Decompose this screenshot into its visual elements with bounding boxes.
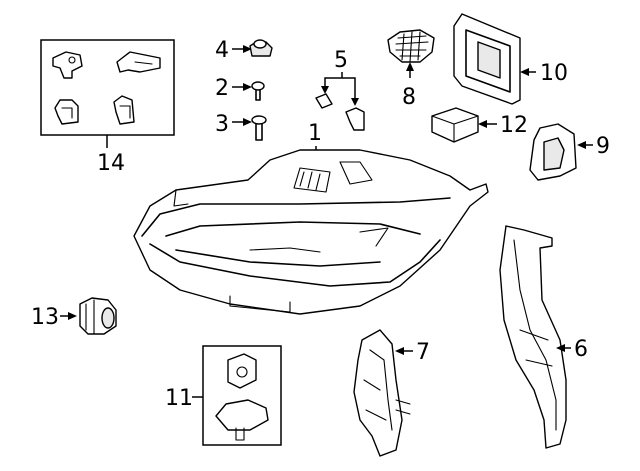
vent-cover-icon xyxy=(387,29,435,63)
part-group-14 xyxy=(40,39,175,136)
part-group-11 xyxy=(202,345,282,446)
socket-icon xyxy=(79,297,117,335)
bolt-icon xyxy=(251,115,267,141)
callout-6: 6 xyxy=(574,337,588,362)
callout-1: 1 xyxy=(308,121,322,146)
clip-icon xyxy=(52,51,83,79)
callout-4: 4 xyxy=(215,38,229,63)
bracket-icon xyxy=(116,51,161,73)
callout-8: 8 xyxy=(402,85,416,110)
screw-icon xyxy=(251,81,265,101)
clip-icon xyxy=(54,99,79,125)
callout-5: 5 xyxy=(334,48,348,73)
callout-7: 7 xyxy=(416,340,430,365)
callout-14: 14 xyxy=(97,151,125,176)
cap-icon xyxy=(215,399,269,441)
callout-9: 9 xyxy=(596,134,610,159)
callout-11: 11 xyxy=(165,386,193,411)
callout-12: 12 xyxy=(500,113,528,138)
callout-3: 3 xyxy=(215,112,229,137)
callout-10: 10 xyxy=(540,61,568,86)
grommet-icon xyxy=(249,39,273,57)
bulb-icon xyxy=(315,93,333,109)
group-11-frame xyxy=(202,345,282,446)
headlamp-assembly xyxy=(133,149,489,315)
module-block-icon xyxy=(431,107,479,143)
lower-bracket-icon xyxy=(353,329,411,457)
callout-2: 2 xyxy=(215,76,229,101)
callout-13: 13 xyxy=(31,305,59,330)
bracket-module-icon xyxy=(529,123,577,181)
clip-icon xyxy=(113,95,135,125)
side-bracket-icon xyxy=(499,225,567,449)
control-module-icon xyxy=(453,13,521,105)
bulb-icon xyxy=(345,107,365,131)
actuator-icon xyxy=(227,353,257,389)
